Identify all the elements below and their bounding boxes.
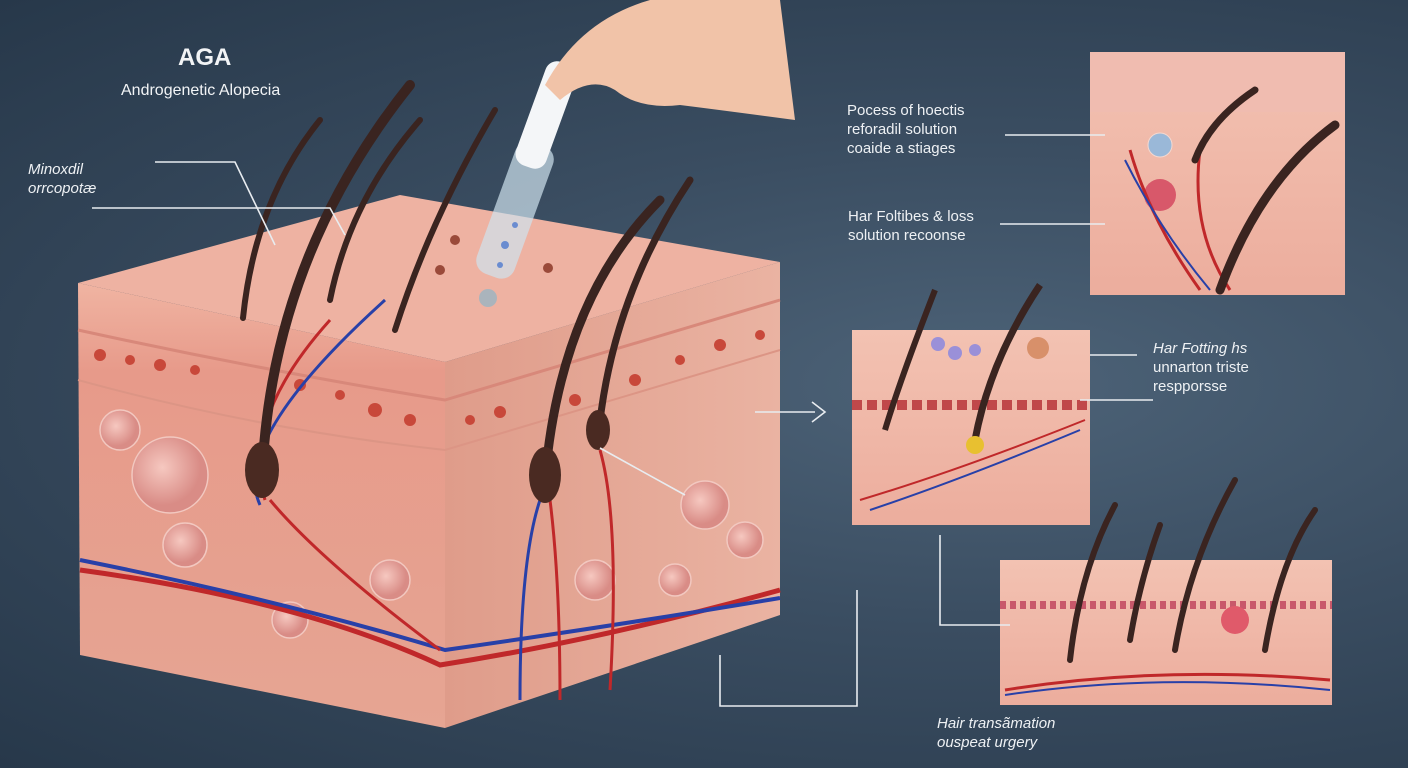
label-line: Pocess of hoectis (847, 102, 965, 119)
skin-top-surface (78, 195, 780, 362)
label-line: unnarton triste (1153, 359, 1249, 376)
label-hair-follicles-loss: Har Foltibes & loss solution recoonse (848, 207, 974, 245)
label-line: Minoxdil (28, 161, 84, 178)
label-line: Har Fotting hs (1153, 340, 1248, 357)
label-line: reforadil solution (847, 121, 958, 138)
panel-top-right (1090, 52, 1345, 295)
hand (545, 0, 795, 120)
skin-front-face (78, 283, 445, 728)
panel-bottom (1000, 477, 1332, 705)
panel-middle (852, 283, 1090, 525)
vein (79, 558, 781, 653)
label-line: Har Foltibes & loss (848, 208, 974, 225)
label-line: coaide a stiages (847, 140, 956, 157)
label-line: Hair transãmation (937, 715, 1056, 732)
label-hair-forming: Har Fotting hs unnarton triste respporss… (1153, 339, 1249, 396)
diagram-title: AGA (178, 44, 232, 71)
label-line: solution recoonse (848, 227, 966, 244)
skin-block (77, 195, 781, 728)
label-process: Pocess of hoectis reforadil solution coa… (847, 101, 965, 158)
hair-shafts (240, 80, 694, 485)
artery-branch (548, 449, 615, 701)
label-line: ouspeat urgery (937, 734, 1038, 751)
label-line: orrcopotæ (28, 180, 97, 197)
callout-lines (92, 134, 1153, 707)
label-line: respporsse (1153, 378, 1228, 395)
cell-dots (94, 235, 765, 426)
label-hair-transplant: Hair transãmation ouspeat urgery (937, 714, 1055, 752)
hair-bulbs (245, 410, 610, 503)
label-minoxidil: Minoxdil orrcopotæ (28, 160, 96, 198)
diagram-subtitle: Androgenetic Alopecia (121, 82, 281, 99)
cell-bubbles (99, 409, 764, 639)
artery (79, 567, 781, 668)
